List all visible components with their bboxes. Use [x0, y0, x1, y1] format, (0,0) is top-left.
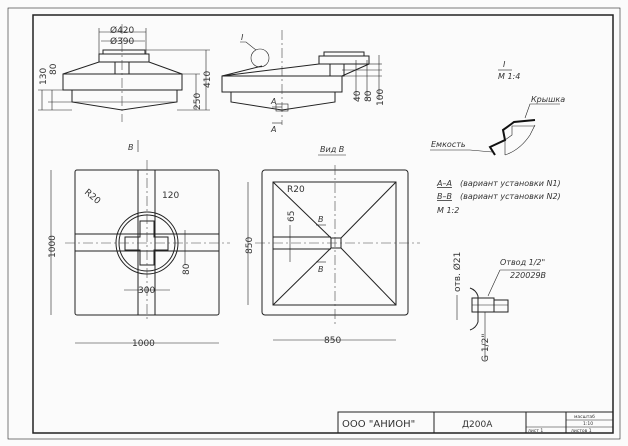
section-b-bottom: В: [318, 265, 324, 274]
dim-plan-height: 1000: [48, 235, 58, 258]
detail-view: I М 1:4 Крышка Емкость: [430, 60, 565, 156]
section-b-top: В: [318, 215, 324, 224]
dim-65: 65: [287, 211, 297, 222]
sheet-number: лист 1: [528, 428, 543, 434]
scale-value: 1:10: [583, 421, 593, 427]
note-bb-mark: В–В: [437, 192, 452, 201]
bottom-view: Вид В R20 65 В В 850 850: [245, 145, 420, 346]
lid-label: Крышка: [531, 95, 565, 104]
dim-dia-420: Ø420: [110, 25, 135, 36]
fitting-hole: отв. Ø21: [452, 252, 463, 292]
plan-radius: R20: [82, 188, 102, 207]
company-name: ООО "АНИОН": [342, 419, 415, 430]
dim-40: 40: [353, 90, 363, 102]
view-title: Вид В: [320, 145, 344, 154]
note-aa-text: (вариант установки N1): [460, 179, 561, 188]
dim-80: 80: [49, 63, 59, 75]
dim-100: 100: [376, 89, 386, 106]
dim-dia-390: Ø390: [110, 36, 135, 47]
detail-scale: М 1:4: [498, 72, 520, 81]
note-scale: М 1:2: [437, 206, 459, 215]
tank-label: Емкость: [431, 140, 466, 149]
fitting-name: Отвод 1/2": [500, 258, 545, 267]
dim-bottom-width: 850: [324, 336, 341, 346]
front-view: Ø420 Ø390 130 80 250 410: [38, 24, 213, 122]
detail-callout: I: [241, 33, 244, 42]
dim-120: 120: [162, 191, 179, 201]
designation: Д200А: [462, 420, 493, 430]
sheets-count: листов 1: [571, 428, 592, 434]
section-a-bottom: A: [270, 125, 276, 134]
dim-80: 80: [182, 263, 192, 275]
bottom-radius: R20: [287, 185, 305, 195]
dim-80: 80: [364, 90, 374, 102]
dim-410: 410: [203, 71, 213, 88]
title-block: ООО "АНИОН" Д200А лист 1 масштаб 1:10 ли…: [337, 411, 614, 434]
outer-border: [7, 7, 621, 440]
section-notes: А–А (вариант установки N1) В–В (вариант …: [436, 179, 561, 215]
view-arrow-label: В: [128, 143, 134, 152]
note-aa-mark: А–А: [436, 179, 452, 188]
plan-view: В R20 120 80 300 1000 1000: [48, 140, 230, 349]
scale-label: масштаб: [574, 414, 595, 420]
fitting-code: 220029В: [510, 271, 546, 280]
note-bb-text: (вариант установки N2): [460, 192, 561, 201]
dim-bottom-height: 850: [245, 237, 255, 254]
dim-300: 300: [138, 286, 155, 296]
side-view: I A A 40 80 100: [221, 30, 386, 134]
section-a-top: A: [270, 97, 276, 106]
detail-label: I: [503, 60, 506, 69]
dim-plan-width: 1000: [132, 339, 155, 349]
fitting-detail: отв. Ø21 Отвод 1/2" 220029В G 1/2": [452, 252, 546, 362]
dim-250: 250: [193, 93, 203, 110]
fitting-thread: G 1/2": [481, 334, 491, 362]
drawing-frame: [32, 14, 614, 434]
dim-130: 130: [39, 68, 49, 85]
